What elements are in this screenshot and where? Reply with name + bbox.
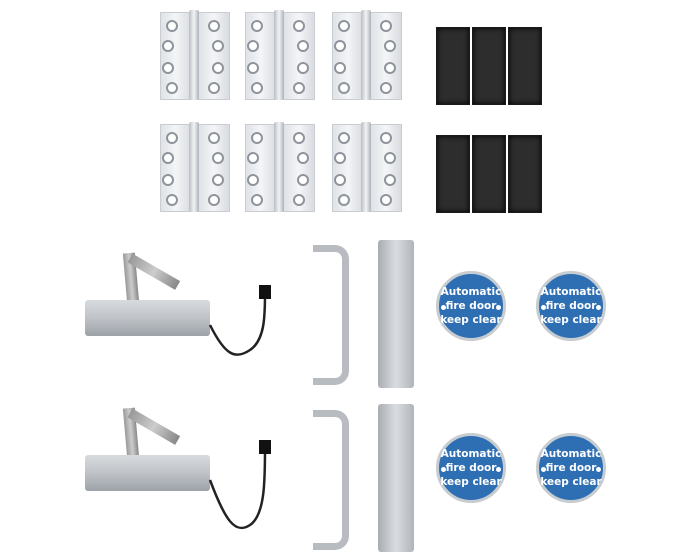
sign-text: keep clear	[540, 476, 602, 488]
screw-hole	[162, 40, 174, 52]
sign-text: Automatic	[440, 448, 502, 460]
hinge	[245, 122, 315, 212]
screw-hole	[334, 152, 346, 164]
sign-text: Automatic	[540, 448, 602, 460]
fire-door-sign: Automatic fire door keep clear	[436, 271, 506, 341]
push-plate	[378, 404, 414, 552]
screw-hole	[251, 82, 263, 94]
screw-hole	[293, 132, 305, 144]
sign-text: fire door	[545, 462, 597, 474]
intumescent-pad	[508, 27, 542, 105]
screw-hole	[212, 174, 224, 186]
push-plate	[378, 240, 414, 388]
intumescent-pad	[436, 135, 470, 213]
screw-hole	[384, 152, 396, 164]
screw-hole	[338, 132, 350, 144]
screw-hole	[208, 194, 220, 206]
screw-hole	[297, 174, 309, 186]
intumescent-pad	[436, 27, 470, 105]
fire-door-sign: Automatic fire door keep clear	[536, 271, 606, 341]
screw-hole	[208, 132, 220, 144]
screw-hole	[251, 20, 263, 32]
screw-hole	[334, 62, 346, 74]
screw-hole	[334, 40, 346, 52]
screw-hole	[247, 40, 259, 52]
intumescent-pad	[472, 135, 506, 213]
screw-hole	[212, 40, 224, 52]
pull-handle	[313, 245, 349, 385]
sign-text: keep clear	[540, 314, 602, 326]
door-closer	[85, 400, 285, 530]
screw-hole	[338, 194, 350, 206]
screw-hole	[384, 40, 396, 52]
hinge	[160, 122, 230, 212]
screw-hole	[247, 62, 259, 74]
screw-hole	[212, 62, 224, 74]
sign-text: fire door	[445, 462, 497, 474]
sign-text: keep clear	[440, 476, 502, 488]
sign-text: fire door	[545, 300, 597, 312]
screw-hole	[251, 194, 263, 206]
hinge	[332, 10, 402, 100]
screw-hole	[166, 132, 178, 144]
screw-hole	[297, 152, 309, 164]
hinge	[332, 122, 402, 212]
fire-door-sign: Automatic fire door keep clear	[536, 433, 606, 503]
screw-hole	[166, 20, 178, 32]
intumescent-pad	[508, 135, 542, 213]
screw-hole	[166, 194, 178, 206]
screw-hole	[297, 62, 309, 74]
screw-hole	[208, 82, 220, 94]
screw-hole	[338, 82, 350, 94]
screw-hole	[162, 62, 174, 74]
intumescent-pad	[472, 27, 506, 105]
screw-hole	[334, 174, 346, 186]
screw-hole	[384, 62, 396, 74]
screw-hole	[380, 132, 392, 144]
fire-door-sign: Automatic fire door keep clear	[436, 433, 506, 503]
screw-hole	[293, 82, 305, 94]
screw-hole	[380, 20, 392, 32]
screw-hole	[297, 40, 309, 52]
screw-hole	[247, 174, 259, 186]
pull-handle	[313, 410, 349, 550]
screw-hole	[166, 82, 178, 94]
screw-hole	[212, 152, 224, 164]
screw-hole	[293, 194, 305, 206]
screw-hole	[338, 20, 350, 32]
screw-hole	[251, 132, 263, 144]
screw-hole	[380, 194, 392, 206]
hinge	[160, 10, 230, 100]
sign-text: Automatic	[540, 286, 602, 298]
hinge	[245, 10, 315, 100]
screw-hole	[293, 20, 305, 32]
screw-hole	[208, 20, 220, 32]
screw-hole	[384, 174, 396, 186]
screw-hole	[162, 174, 174, 186]
screw-hole	[380, 82, 392, 94]
sign-text: fire door	[445, 300, 497, 312]
door-closer	[85, 245, 285, 365]
sign-text: Automatic	[440, 286, 502, 298]
screw-hole	[162, 152, 174, 164]
sign-text: keep clear	[440, 314, 502, 326]
screw-hole	[247, 152, 259, 164]
